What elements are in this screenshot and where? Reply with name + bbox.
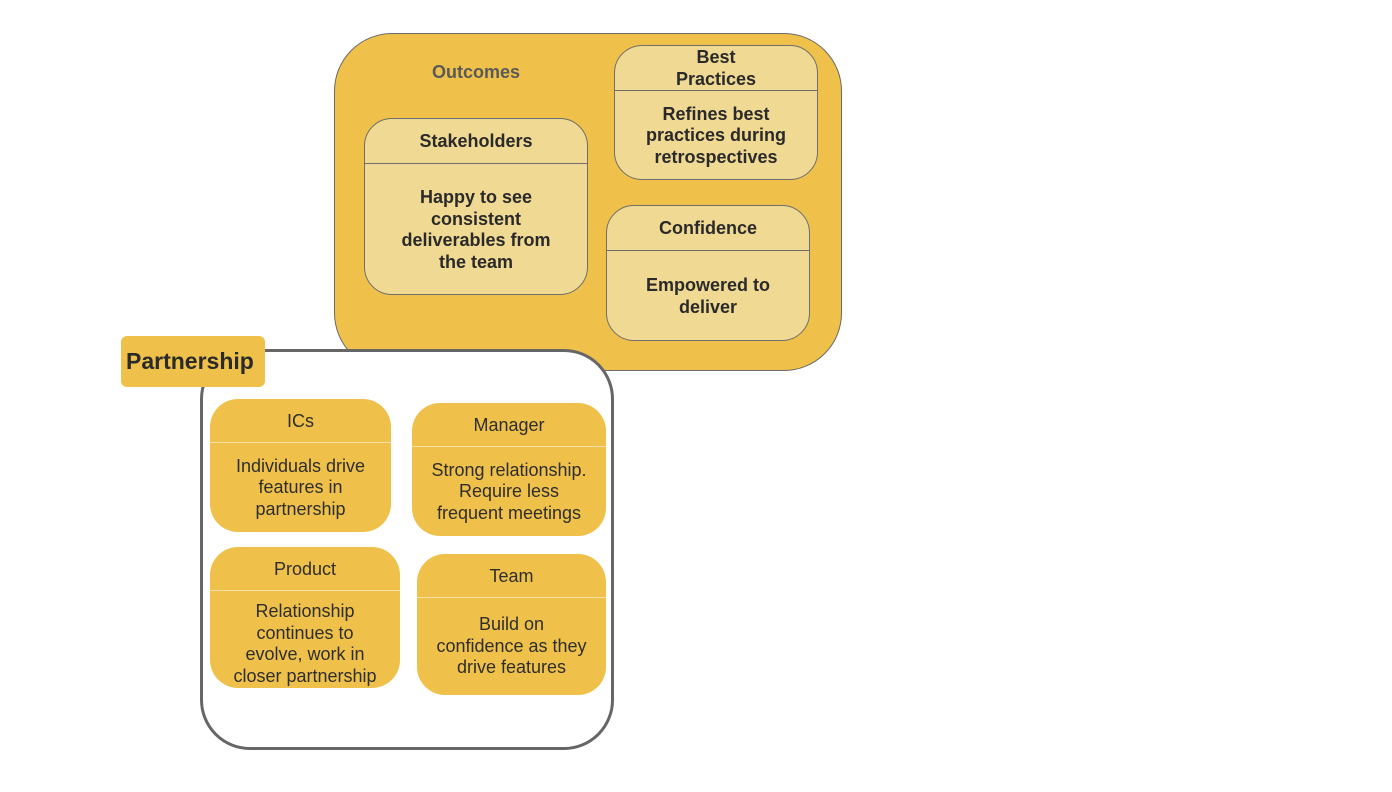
ics-card[interactable]: ICs Individuals drive features in partne… <box>210 399 391 532</box>
best-practices-card-title: Best Practices <box>615 46 817 91</box>
partnership-label: Partnership <box>121 336 265 387</box>
best-practices-card-body: Refines best practices during retrospect… <box>645 103 787 167</box>
ics-card-title: ICs <box>210 399 391 443</box>
confidence-card[interactable]: Confidence Empowered to deliver <box>606 205 810 341</box>
product-card-title: Product <box>210 547 400 591</box>
ics-card-body: Individuals drive features in partnershi… <box>235 455 366 519</box>
team-card-body: Build on confidence as they drive featur… <box>436 614 587 678</box>
stakeholders-card-body: Happy to see consistent deliverables fro… <box>401 187 551 272</box>
stakeholders-card[interactable]: Stakeholders Happy to see consistent del… <box>364 118 588 295</box>
best-practices-card[interactable]: Best Practices Refines best practices du… <box>614 45 818 180</box>
product-card[interactable]: Product Relationship continues to evolve… <box>210 547 400 688</box>
team-card[interactable]: Team Build on confidence as they drive f… <box>417 554 606 695</box>
team-card-title: Team <box>417 554 606 598</box>
outcomes-title: Outcomes <box>431 62 521 82</box>
confidence-card-body: Empowered to deliver <box>645 275 770 317</box>
product-card-body: Relationship continues to evolve, work i… <box>233 601 377 686</box>
stakeholders-card-title: Stakeholders <box>365 119 587 164</box>
manager-card-body: Strong relationship. Require less freque… <box>431 459 587 523</box>
confidence-card-title: Confidence <box>607 206 809 251</box>
manager-card[interactable]: Manager Strong relationship. Require les… <box>412 403 606 536</box>
manager-card-title: Manager <box>412 403 606 447</box>
